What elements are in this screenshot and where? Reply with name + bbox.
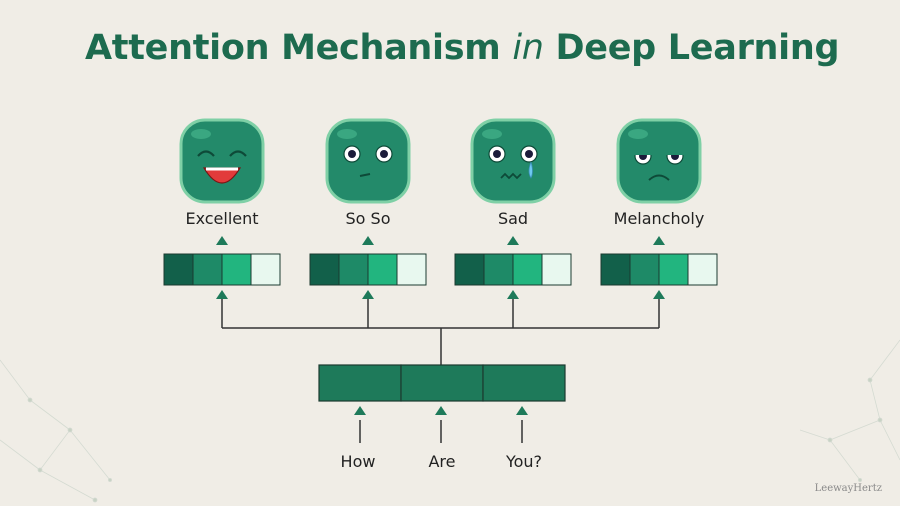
output-label-so-so: So So [345,209,391,228]
attention-vectors [163,253,718,286]
vector-cell [163,253,194,286]
crying-face-icon [470,118,556,204]
connector-lines [221,298,660,443]
arrow-up-icon [362,290,374,299]
vector-cell [221,253,252,286]
weary-face-icon [616,118,702,204]
face-body [179,118,265,204]
network-decoration-right [799,339,900,482]
title-part-1: Attention Mechanism [85,28,513,68]
vector-cell [483,253,514,286]
vector-cell [250,253,281,286]
arrow-up-icon [507,236,519,245]
vector-3 [600,253,718,286]
vector-2 [454,253,572,286]
face-highlight [191,129,211,139]
eye-left-pupil [348,150,356,158]
output-label-excellent: Excellent [185,209,259,228]
arrow-up-icon [653,236,665,245]
output-label-sad: Sad [497,209,529,228]
arrow-up-icon [507,290,519,299]
face-highlight [337,129,357,139]
tear-drop [528,161,533,179]
page-title: Attention Mechanism in Deep Learning [85,28,840,68]
eye-right-pupil [380,150,388,158]
vector-cell [192,253,223,286]
eye-right-pupil [525,150,533,158]
mouth-open [202,167,242,184]
emotion-faces [179,118,702,204]
vector-1 [309,253,427,286]
face-body [616,118,702,204]
face-body [325,118,411,204]
network-decoration-left [0,359,113,503]
eye-closed-left [197,150,215,157]
arrow-up-icon [653,290,665,299]
arrow-up-icon [354,406,366,415]
vector-cell [541,253,572,286]
vector-cell [338,253,369,286]
output-label-melancholy: Melancholy [613,209,705,228]
arrow-up-icon [216,290,228,299]
encoder-block [318,364,566,402]
arrow-markers [216,236,665,415]
brand-watermark: LeewayHertz [814,483,882,494]
neutral-face-icon [325,118,411,204]
input-word-are: Are [428,452,456,471]
face-highlight [628,129,648,139]
vector-cell [396,253,427,286]
title-part-2: in [512,28,544,68]
vector-cell [687,253,718,286]
arrow-up-icon [435,406,447,415]
eyelid-left [634,147,652,155]
mouth-flat [359,173,371,177]
vector-cell [629,253,660,286]
eye-left-pupil [493,150,501,158]
vector-cell [367,253,398,286]
input-word-how: How [340,452,376,471]
vector-cell [454,253,485,286]
title-part-3: Deep Learning [543,28,840,68]
arrow-up-icon [216,236,228,245]
arrow-up-icon [516,406,528,415]
mouth-frown [648,174,670,181]
eyelid-right [666,147,684,155]
face-body [470,118,556,204]
arrow-up-icon [362,236,374,245]
face-highlight [482,129,502,139]
vector-cell [309,253,340,286]
laughing-face-icon [179,118,265,204]
vector-cell [658,253,689,286]
eye-closed-right [229,150,247,157]
vector-cell [600,253,631,286]
encoder-cell [482,364,566,402]
vector-0 [163,253,281,286]
vector-cell [512,253,543,286]
encoder-cell [400,364,484,402]
mouth-wavy [500,172,522,180]
input-word-you: You? [505,452,543,471]
encoder-cell [318,364,402,402]
